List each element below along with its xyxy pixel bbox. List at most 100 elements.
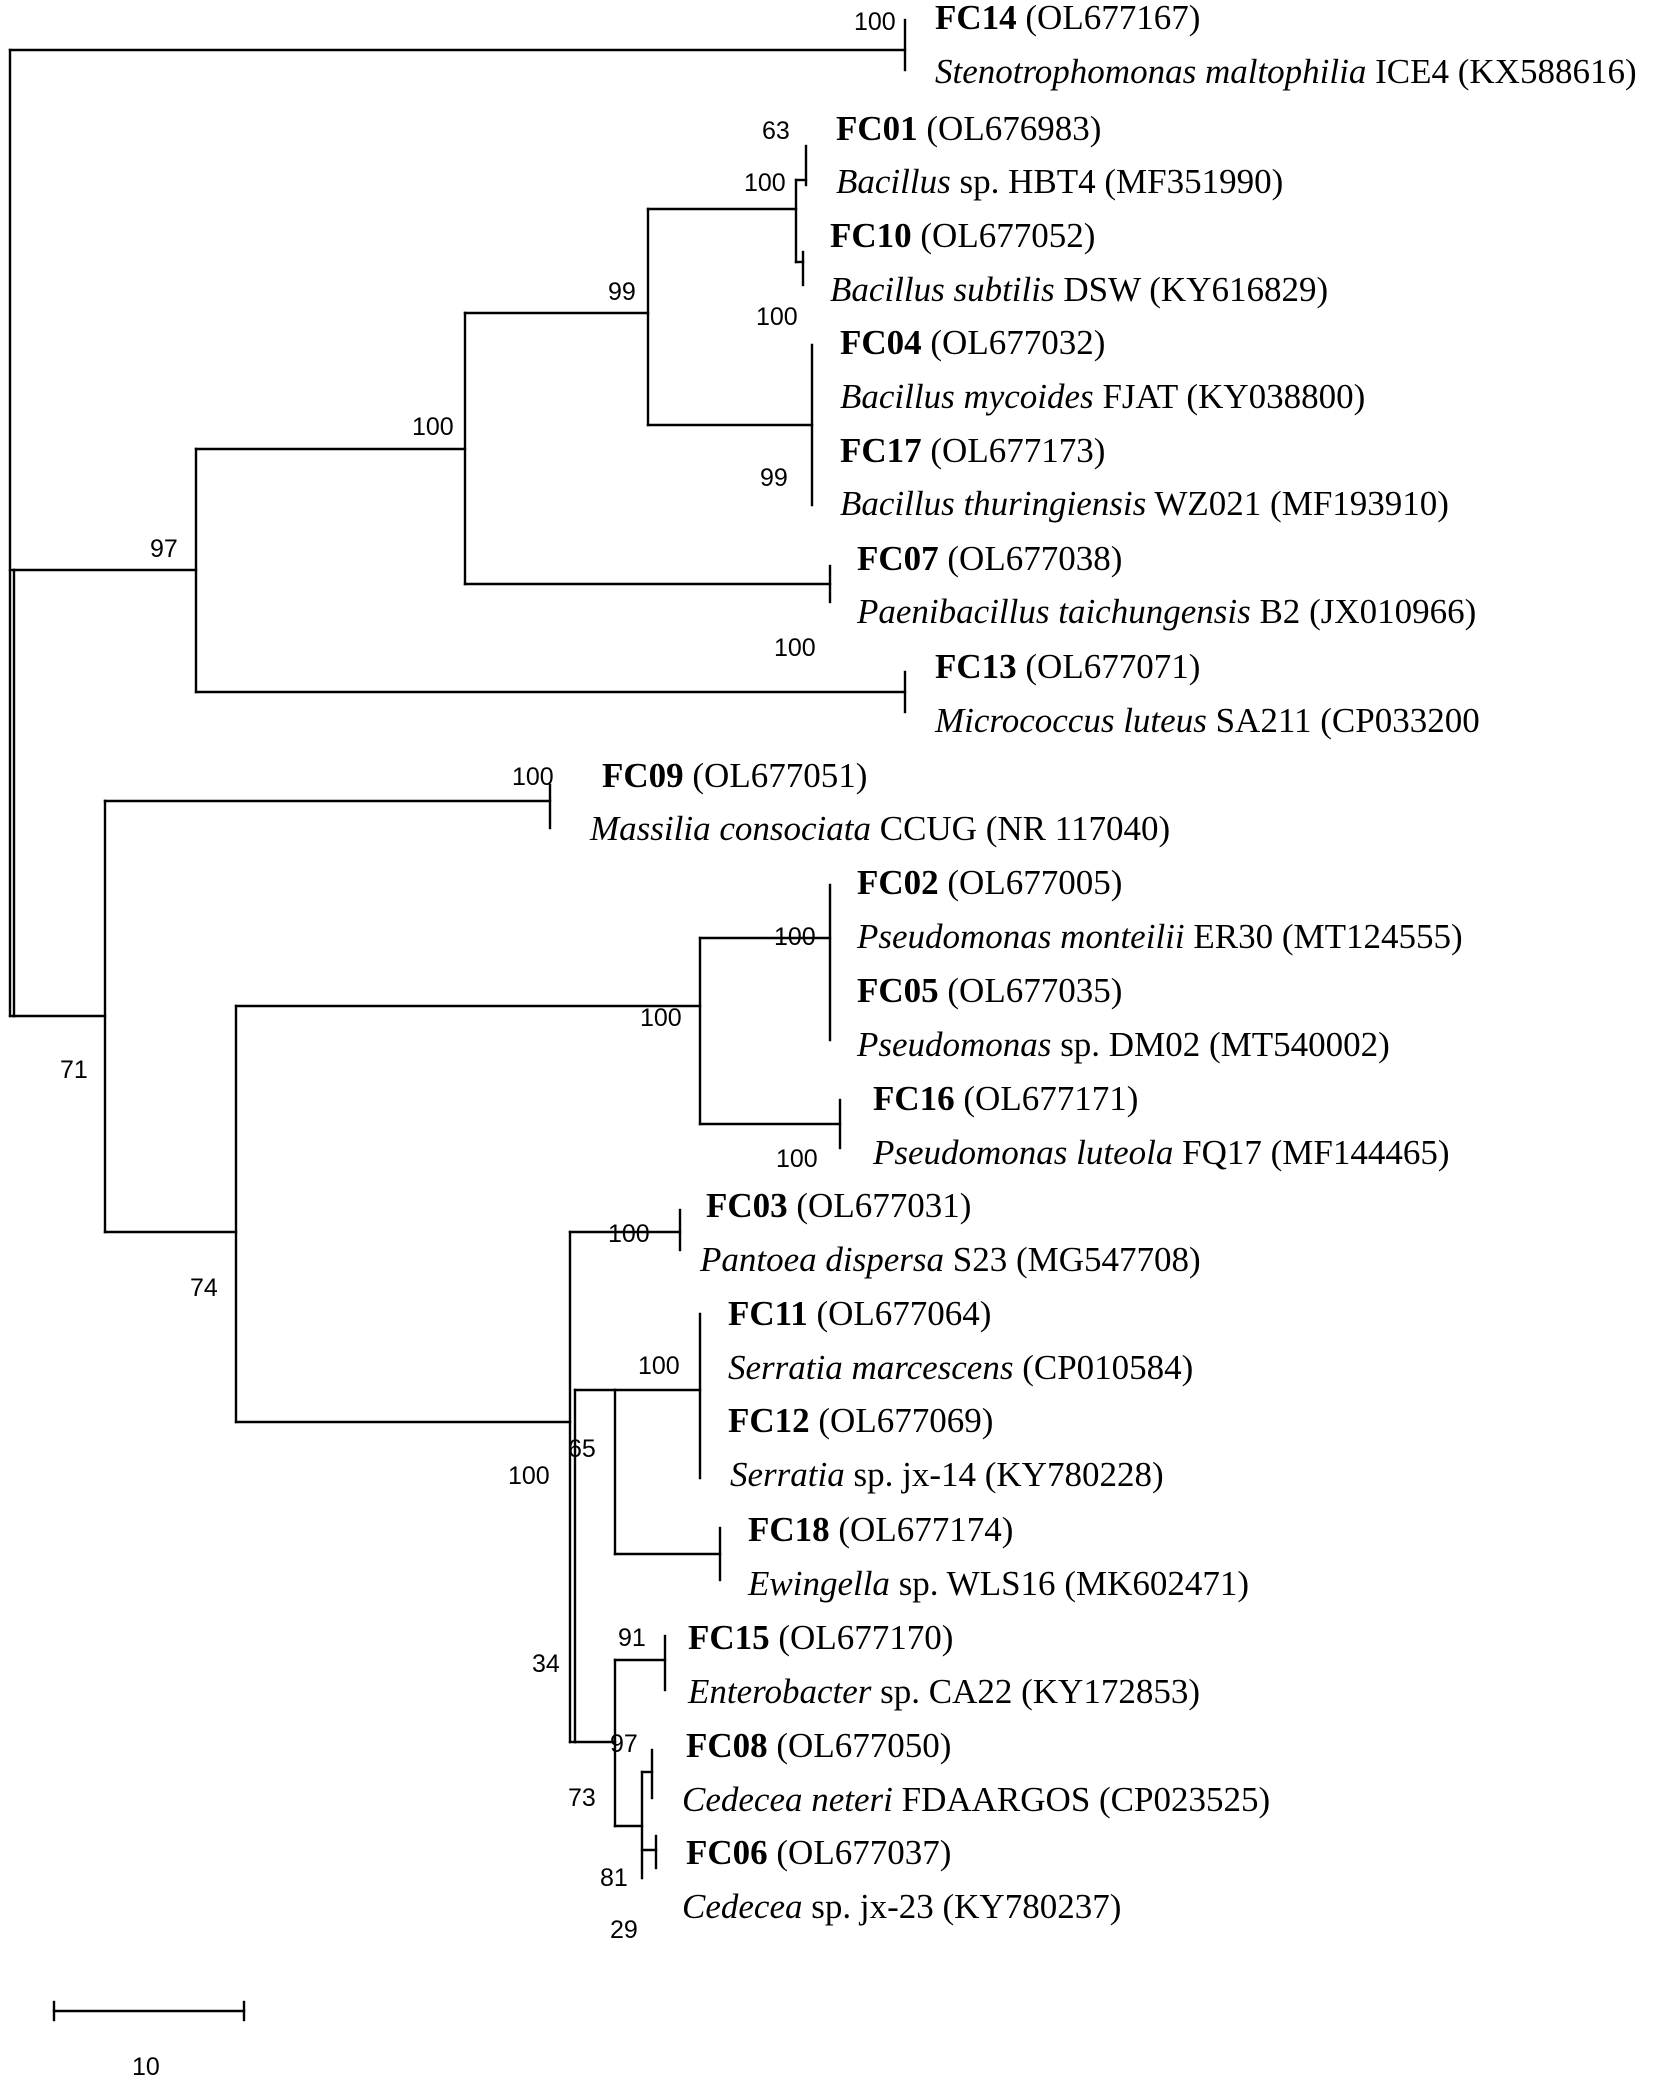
taxon-accession: (OL677069) <box>810 1401 994 1440</box>
taxon-code: FC08 <box>686 1726 768 1765</box>
taxon-accession: (OL677031) <box>788 1186 972 1225</box>
taxon-code: FC01 <box>836 109 918 148</box>
bootstrap-value: 100 <box>744 169 786 197</box>
taxon-species: Ewingella <box>747 1564 890 1603</box>
taxon-species: Cedecea neteri <box>682 1780 893 1819</box>
isolate-label: FC17 (OL677173) <box>840 431 1105 470</box>
taxon-accession: (OL677005) <box>939 863 1123 902</box>
taxon-accession: (CP010584) <box>1013 1348 1193 1387</box>
taxon-code: FC04 <box>840 323 922 362</box>
taxon-strain: sp. HBT4 <box>951 162 1096 201</box>
bootstrap-value: 71 <box>60 1056 88 1084</box>
isolate-label: FC10 (OL677052) <box>830 216 1095 255</box>
taxon-accession: (MF351990) <box>1096 162 1284 201</box>
taxon-code: FC03 <box>706 1186 788 1225</box>
taxon-accession: (KX588616) <box>1449 52 1637 91</box>
reference-strain-label: Serratia sp. jx-14 (KY780228) <box>730 1455 1164 1494</box>
reference-strain-label: Pantoea dispersa S23 (MG547708) <box>699 1240 1201 1279</box>
bootstrap-value: 74 <box>190 1274 218 1302</box>
taxon-species: Pantoea dispersa <box>699 1240 944 1279</box>
tree-branches <box>8 18 907 1880</box>
bootstrap-value: 100 <box>640 1004 682 1032</box>
isolate-label: FC12 (OL677069) <box>728 1401 993 1440</box>
taxon-species: Pseudomonas luteola <box>872 1133 1173 1172</box>
taxon-species: Bacillus mycoides <box>840 377 1094 416</box>
bootstrap-value: 63 <box>762 117 790 145</box>
taxon-species: Cedecea <box>682 1887 802 1926</box>
taxon-accession: (OL677174) <box>830 1510 1014 1549</box>
taxon-strain: WZ021 <box>1146 484 1261 523</box>
reference-strain-label: Pseudomonas monteilii ER30 (MT124555) <box>856 917 1463 956</box>
isolate-label: FC03 (OL677031) <box>706 1186 971 1225</box>
reference-strain-label: Cedecea neteri FDAARGOS (CP023525) <box>682 1780 1270 1819</box>
reference-strain-label: Bacillus mycoides FJAT (KY038800) <box>840 377 1365 416</box>
taxon-strain: sp. CA22 <box>871 1672 1012 1711</box>
taxon-accession: (OL677173) <box>922 431 1106 470</box>
bootstrap-values: 1006310010099100991009710010010010071100… <box>60 8 896 1944</box>
reference-strain-label: Pseudomonas sp. DM02 (MT540002) <box>856 1025 1390 1064</box>
taxon-accession: (JX010966) <box>1300 592 1476 631</box>
taxon-strain: sp. DM02 <box>1051 1025 1200 1064</box>
isolate-label: FC08 (OL677050) <box>686 1726 951 1765</box>
taxon-accession: (CP033200 <box>1312 701 1480 740</box>
taxon-accession: (MT540002) <box>1200 1025 1390 1064</box>
taxon-species: Micrococcus luteus <box>934 701 1207 740</box>
taxon-species: Bacillus subtilis <box>830 270 1055 309</box>
taxon-labels: FC14 (OL677167)Stenotrophomonas maltophi… <box>589 0 1637 1926</box>
taxon-strain: sp. jx-23 <box>802 1887 933 1926</box>
taxon-accession: (OL677171) <box>955 1079 1139 1118</box>
taxon-accession: (OL677032) <box>922 323 1106 362</box>
isolate-label: FC13 (OL677071) <box>935 647 1200 686</box>
taxon-code: FC17 <box>840 431 922 470</box>
taxon-species: Pseudomonas <box>856 1025 1051 1064</box>
bootstrap-value: 29 <box>610 1916 638 1944</box>
taxon-accession: (KY780237) <box>934 1887 1122 1926</box>
bootstrap-value: 100 <box>774 634 816 662</box>
bootstrap-value: 73 <box>568 1784 596 1812</box>
taxon-code: FC09 <box>602 756 684 795</box>
bootstrap-value: 99 <box>760 464 788 492</box>
bootstrap-value: 97 <box>610 1730 638 1758</box>
taxon-accession: (OL677170) <box>770 1618 954 1657</box>
taxon-accession: (MF144465) <box>1262 1133 1450 1172</box>
isolate-label: FC06 (OL677037) <box>686 1833 951 1872</box>
taxon-accession: (MK602471) <box>1056 1564 1249 1603</box>
bootstrap-value: 100 <box>608 1220 650 1248</box>
isolate-label: FC07 (OL677038) <box>857 539 1122 578</box>
bootstrap-value: 100 <box>512 763 554 791</box>
taxon-accession: (OL676983) <box>918 109 1102 148</box>
taxon-code: FC02 <box>857 863 939 902</box>
bootstrap-value: 34 <box>532 1650 560 1678</box>
bootstrap-value: 65 <box>568 1435 596 1463</box>
taxon-species: Bacillus <box>836 162 951 201</box>
taxon-accession: (OL677052) <box>912 216 1096 255</box>
isolate-label: FC11 (OL677064) <box>728 1294 991 1333</box>
taxon-code: FC07 <box>857 539 939 578</box>
isolate-label: FC15 (OL677170) <box>688 1618 953 1657</box>
reference-strain-label: Serratia marcescens (CP010584) <box>728 1348 1193 1387</box>
taxon-code: FC06 <box>686 1833 768 1872</box>
taxon-accession: (OL677037) <box>768 1833 952 1872</box>
bootstrap-value: 100 <box>774 923 816 951</box>
reference-strain-label: Ewingella sp. WLS16 (MK602471) <box>747 1564 1249 1603</box>
bootstrap-value: 100 <box>638 1352 680 1380</box>
reference-strain-label: Micrococcus luteus SA211 (CP033200 <box>934 701 1480 740</box>
taxon-strain: S23 <box>944 1240 1007 1279</box>
taxon-strain: ER30 <box>1185 917 1273 956</box>
taxon-strain: FQ17 <box>1173 1133 1262 1172</box>
isolate-label: FC05 (OL677035) <box>857 971 1122 1010</box>
isolate-label: FC01 (OL676983) <box>836 109 1101 148</box>
taxon-code: FC15 <box>688 1618 770 1657</box>
bootstrap-value: 91 <box>618 1624 646 1652</box>
taxon-code: FC05 <box>857 971 939 1010</box>
bootstrap-value: 100 <box>854 8 896 36</box>
reference-strain-label: Pseudomonas luteola FQ17 (MF144465) <box>872 1133 1450 1172</box>
taxon-accession: (OL677035) <box>939 971 1123 1010</box>
taxon-accession: (OL677064) <box>808 1294 992 1333</box>
reference-strain-label: Bacillus thuringiensis WZ021 (MF193910) <box>840 484 1449 523</box>
reference-strain-label: Massilia consociata CCUG (NR 117040) <box>589 809 1170 848</box>
taxon-strain: ICE4 <box>1366 52 1449 91</box>
taxon-code: FC12 <box>728 1401 810 1440</box>
taxon-species: Massilia consociata <box>589 809 871 848</box>
